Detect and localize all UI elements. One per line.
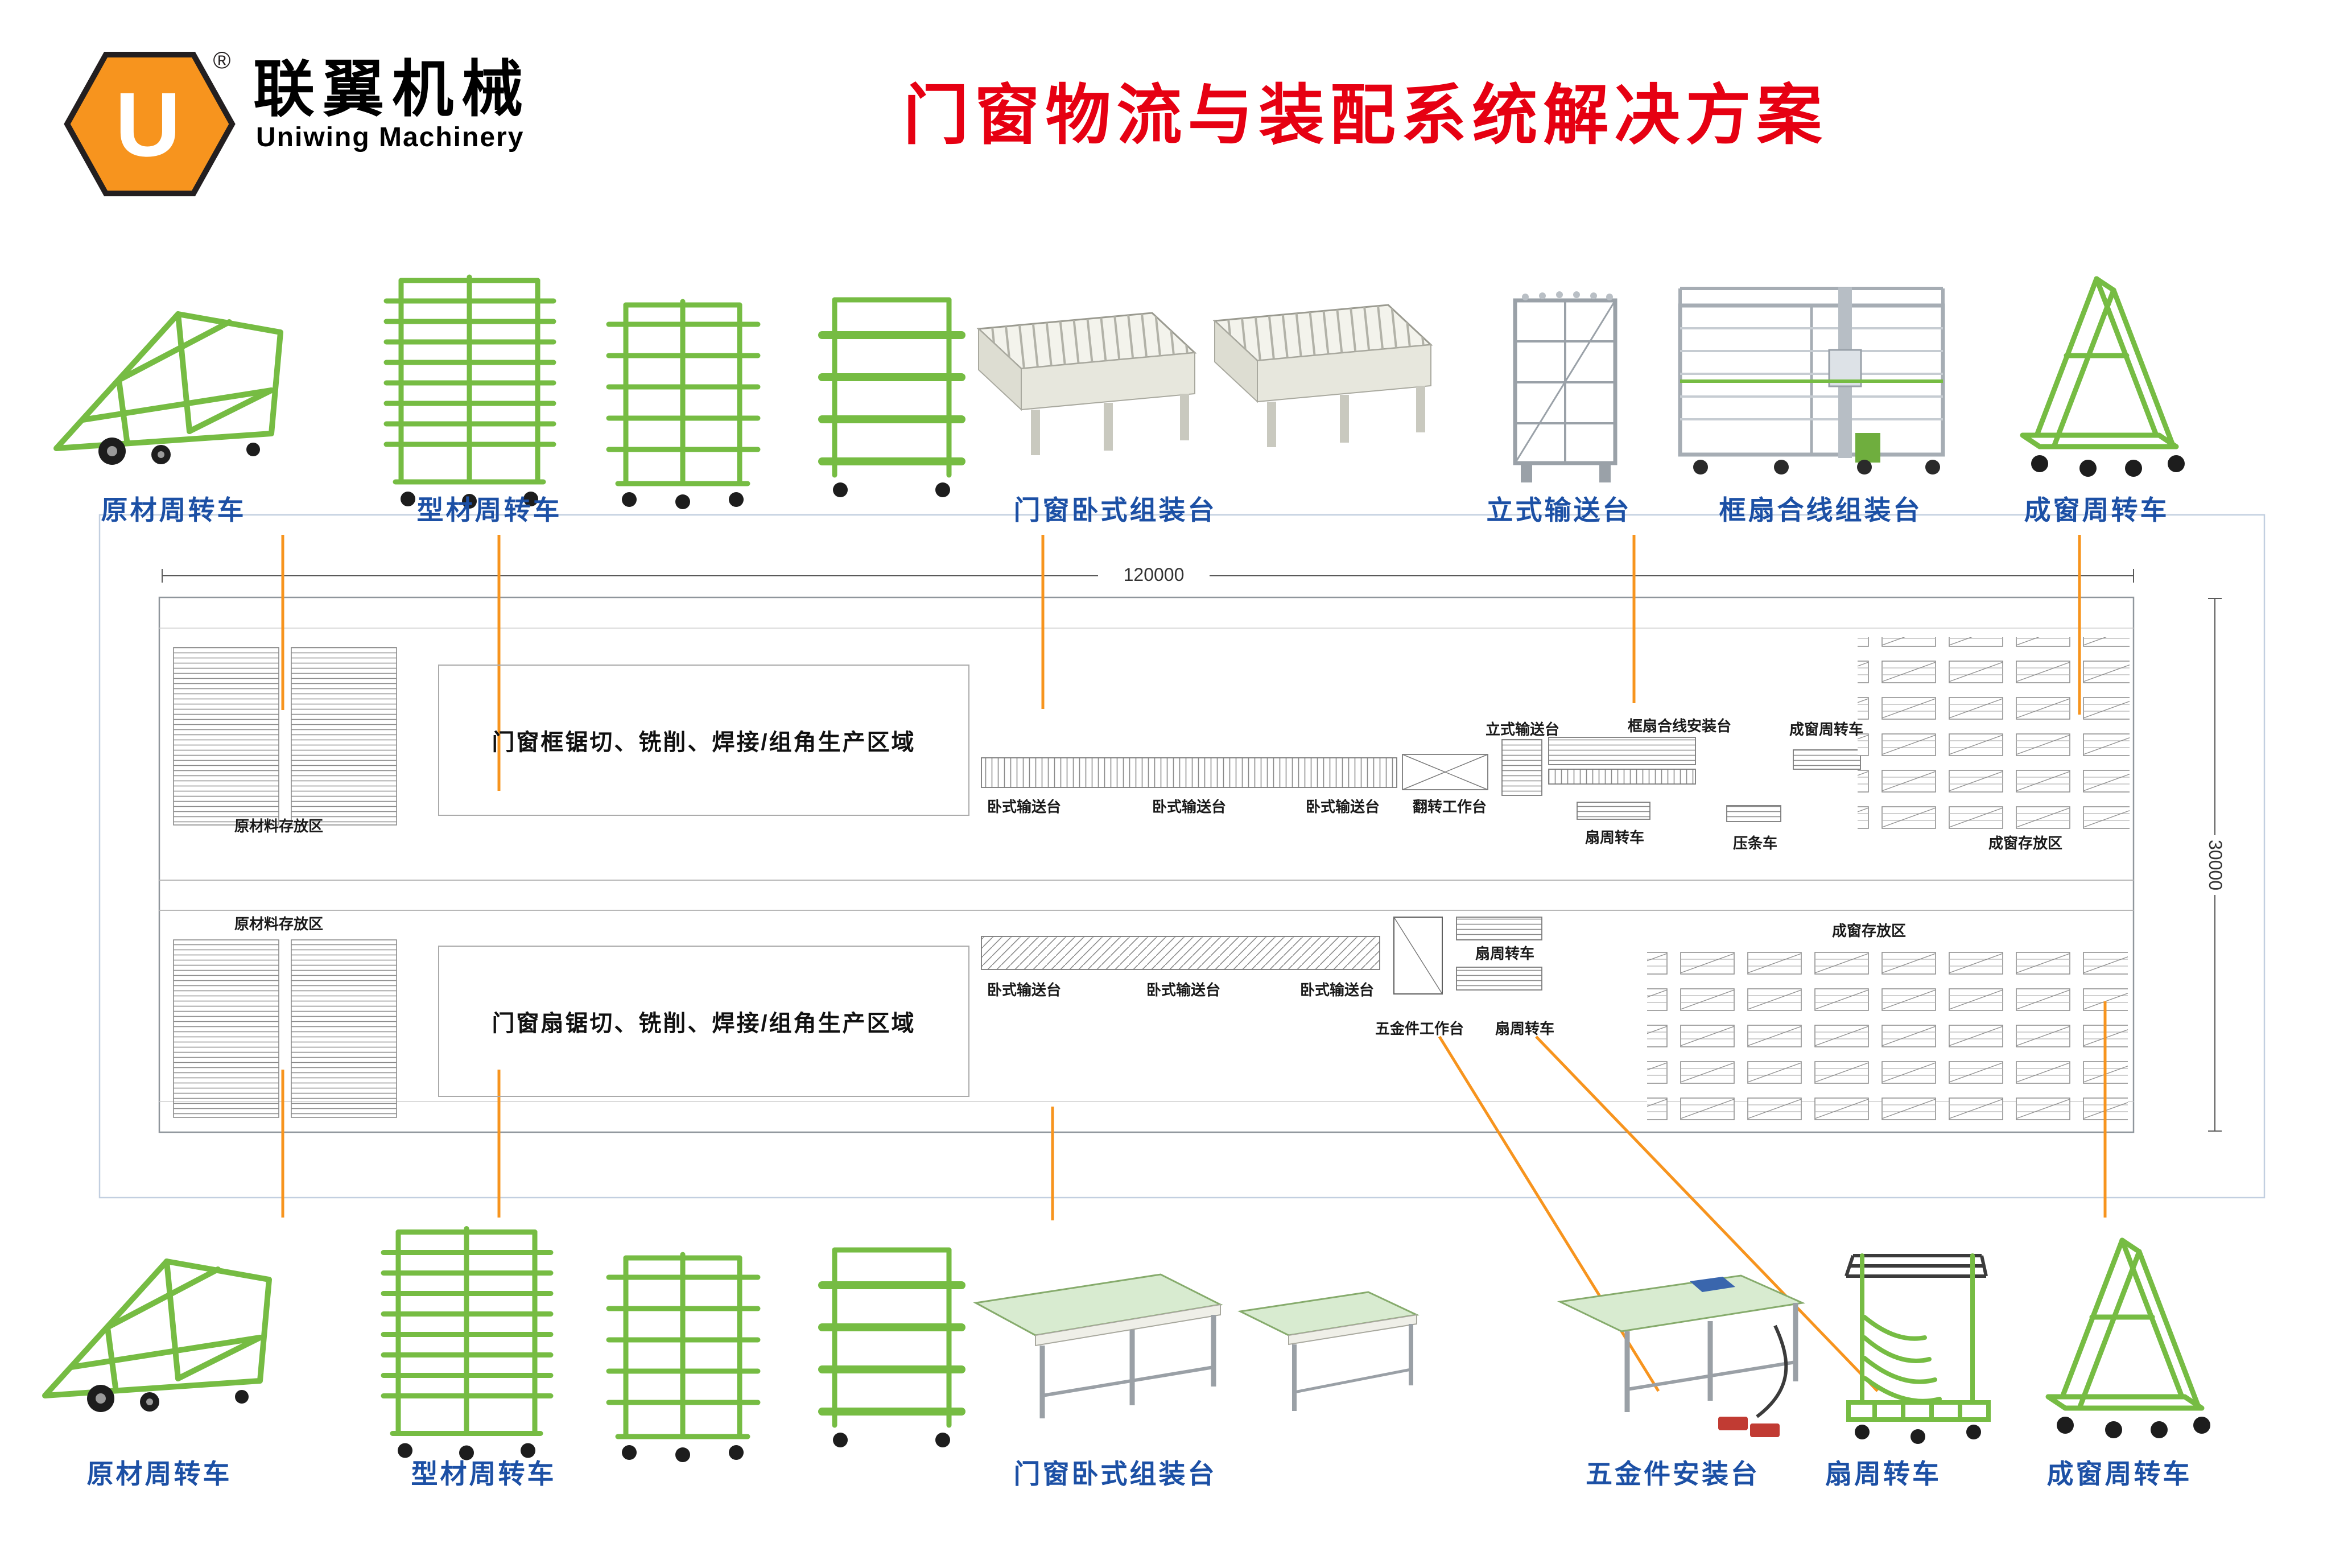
- plan-label-vertical-conveyor: 立式输送台: [1485, 721, 1560, 738]
- plan-label-conveyor-u2: 卧式输送台: [1152, 798, 1227, 815]
- plan-label-finished-cart: 成窗周转车: [1789, 721, 1864, 738]
- equipment-label-finished-cart-top: 成窗周转车: [2024, 495, 2169, 525]
- finished-window-cart-icon-bottom: [2023, 1220, 2225, 1456]
- logo-hexagon: [64, 52, 236, 196]
- plan-label-finished-storage-upper: 成窗存放区: [1988, 835, 2063, 852]
- raw-material-cart-icon-bottom: [37, 1232, 287, 1420]
- brand-name-cn: 联翼机械: [253, 55, 531, 123]
- plan-label-bead-cart: 压条车: [1732, 835, 1778, 852]
- plan-label-conveyor-u1: 卧式输送台: [987, 798, 1062, 815]
- equipment-label-raw-cart-bottom: 原材周转车: [86, 1459, 232, 1489]
- plan-dimension-top: 120000: [1098, 564, 1210, 585]
- plan-label-frame-sash-table: 框扇合线安装台: [1627, 717, 1732, 735]
- equipment-label-assembly-table-bottom: 门窗卧式组装台: [1013, 1459, 1217, 1489]
- shelf-cart-icon-bottom: [811, 1237, 973, 1456]
- plan-label-sash-cart-upper: 扇周转车: [1584, 829, 1645, 846]
- plan-label-conveyor-l1: 卧式输送台: [987, 981, 1062, 998]
- plan-label-storage-upper: 原材料存放区: [234, 818, 324, 835]
- frame-sash-line-assembly-icon: [1664, 265, 1960, 501]
- equipment-label-profile-rack-bottom: 型材周转车: [411, 1459, 556, 1489]
- plan-inner-frame: [158, 596, 2135, 1133]
- brand-name-en: Uniwing Machinery: [256, 122, 525, 152]
- equipment-label-hardware-table-bottom: 五金件安装台: [1586, 1459, 1760, 1489]
- plan-label-conveyor-l2: 卧式输送台: [1146, 981, 1221, 998]
- equipment-label-frame-sash-top: 框扇合线组装台: [1719, 495, 1922, 525]
- equipment-label-assembly-table-top: 门窗卧式组装台: [1013, 495, 1217, 525]
- equipment-label-profile-rack-top: 型材周转车: [416, 495, 562, 525]
- profile-rack-sparse-icon: [592, 284, 774, 509]
- plan-label-finished-storage-lower: 成窗存放区: [1831, 922, 1907, 939]
- equipment-label-finished-cart-bottom: 成窗周转车: [2046, 1459, 2192, 1489]
- plan-label-sash-cart-1: 扇周转车: [1475, 945, 1535, 962]
- raw-material-cart-icon: [48, 284, 299, 472]
- page-title: 门窗物流与装配系统解决方案: [903, 79, 1828, 152]
- horizontal-assembly-table-icon: [967, 284, 1451, 481]
- plan-dimension-right: 30000: [2205, 835, 2226, 895]
- logo-letter: U: [115, 73, 181, 175]
- production-area-frame: 门窗框锯切、铣削、焊接/组角生产区域: [438, 665, 969, 816]
- finished-window-cart-icon: [1997, 259, 2199, 495]
- brand-logo: U ®: [64, 47, 236, 196]
- plan-label-sash-cart-2: 扇周转车: [1495, 1020, 1555, 1037]
- equipment-label-sash-cart-bottom: 扇周转车: [1825, 1459, 1941, 1489]
- production-area-sash: 门窗扇锯切、铣削、焊接/组角生产区域: [438, 946, 969, 1097]
- plan-label-hardware-table: 五金件工作台: [1375, 1020, 1464, 1037]
- shelf-cart-icon: [811, 287, 973, 506]
- registered-mark: ®: [213, 47, 231, 73]
- hardware-install-table-icon: [1548, 1246, 1815, 1445]
- plan-equipment-symbols: [173, 637, 2130, 1122]
- profile-rack-cart-icon: [373, 265, 566, 509]
- plan-label-storage-lower: 原材料存放区: [234, 915, 324, 932]
- equipment-label-vertical-conveyor-top: 立式输送台: [1486, 495, 1632, 525]
- equipment-label-raw-cart-top: 原材周转车: [101, 495, 246, 525]
- profile-rack-cart-icon-bottom: [370, 1215, 563, 1462]
- assembly-table-pair-icon: [962, 1243, 1451, 1442]
- plan-label-conveyor-l3: 卧式输送台: [1299, 981, 1375, 998]
- profile-rack-sparse-icon-bottom: [592, 1237, 774, 1462]
- vertical-conveyor-icon: [1493, 273, 1636, 504]
- plan-label-flip-table: 翻转工作台: [1412, 798, 1487, 815]
- plan-label-conveyor-u3: 卧式输送台: [1305, 798, 1380, 815]
- sash-cart-icon: [1829, 1232, 2008, 1454]
